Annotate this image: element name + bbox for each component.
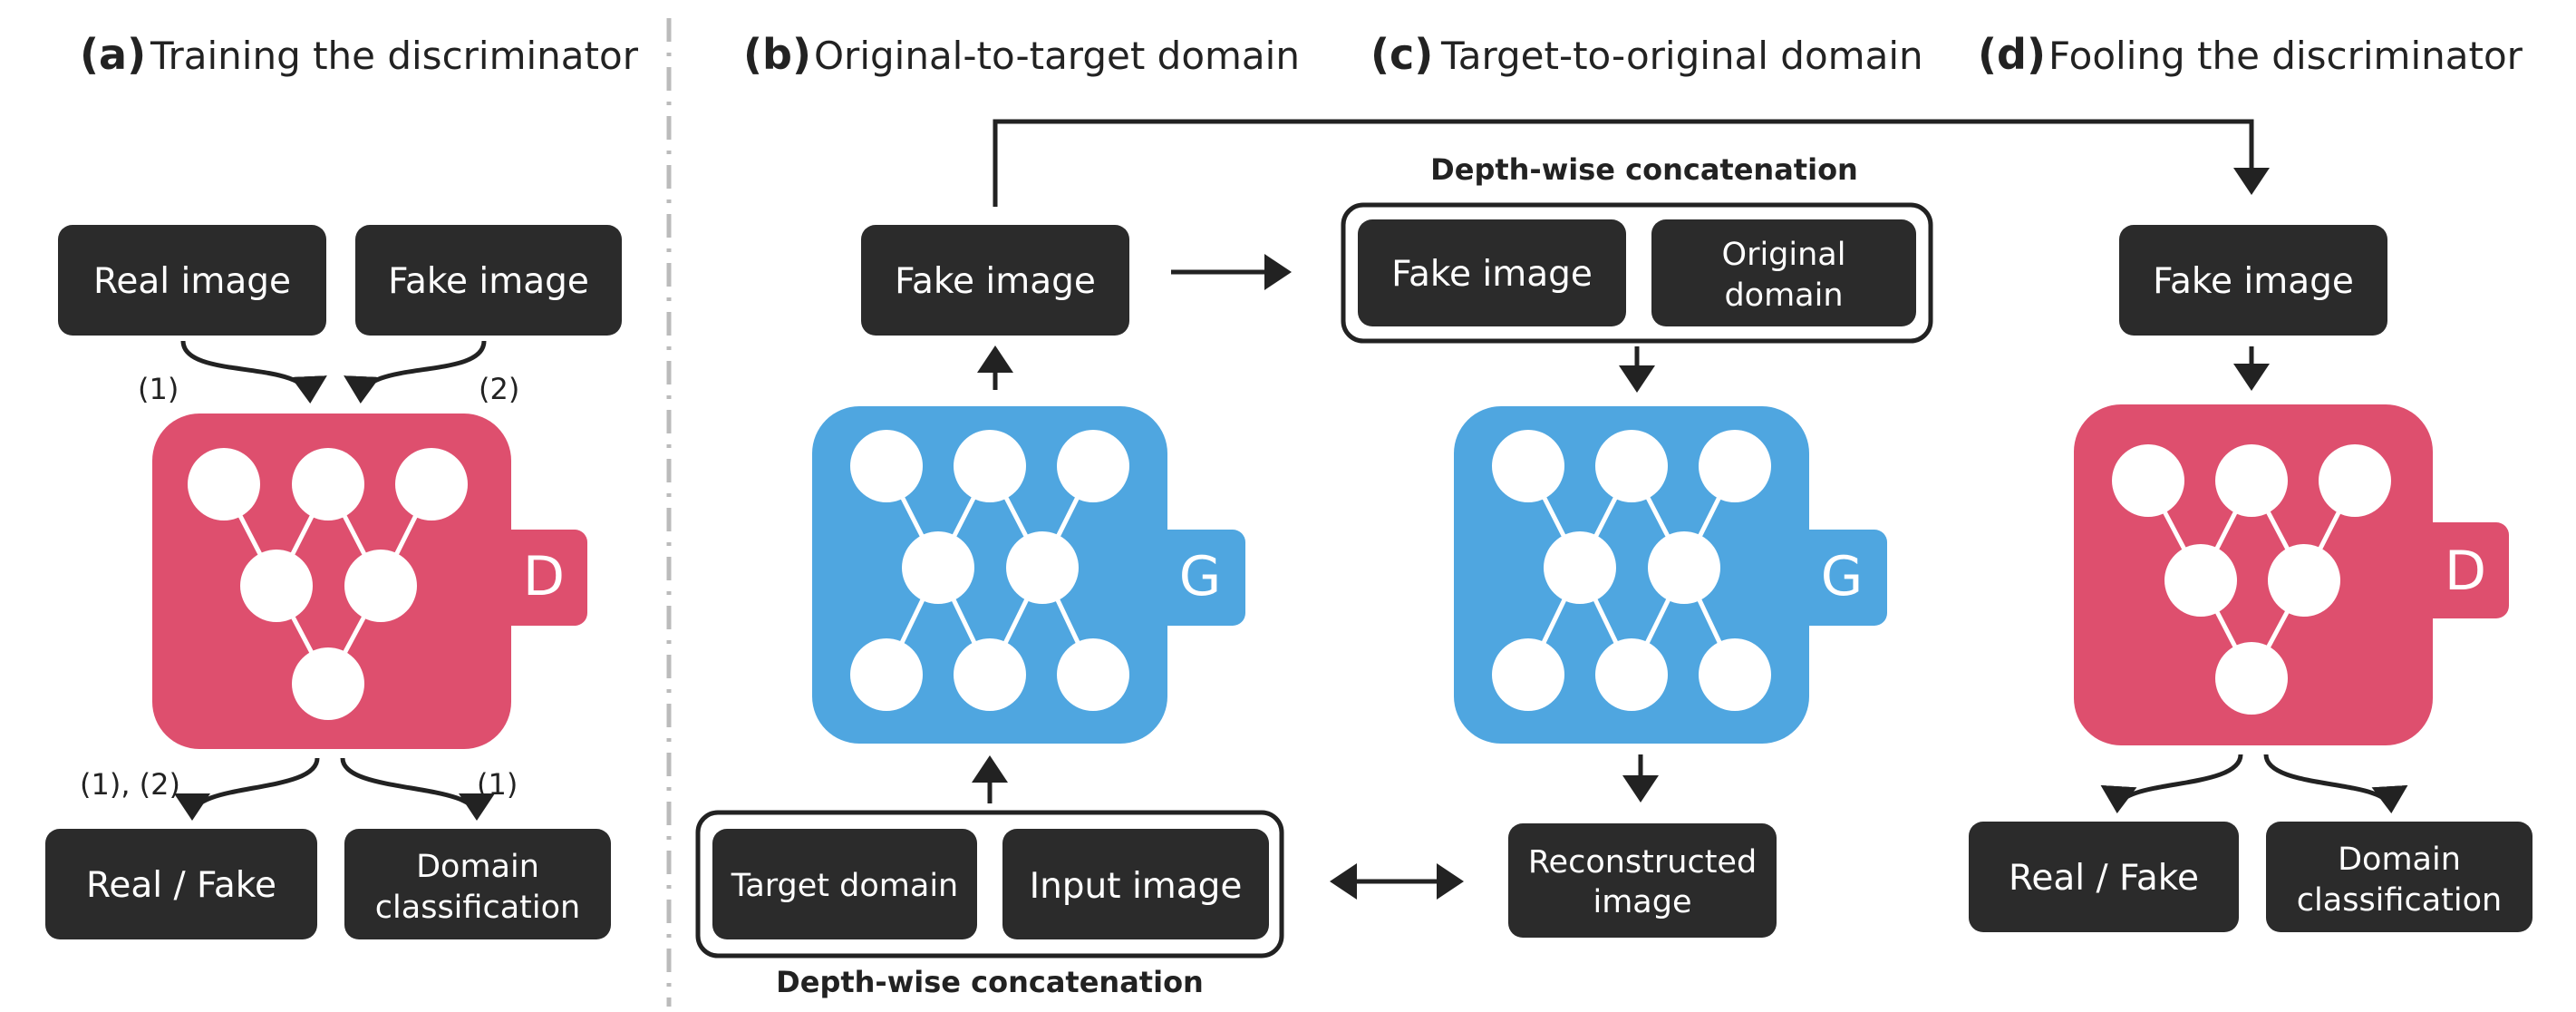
- concat-label-c: Depth-wise concatenation: [1430, 152, 1858, 187]
- panel-a-title: Training the discriminator: [150, 34, 639, 78]
- label-2: (2): [479, 372, 519, 406]
- panel-c-title: Target-to-original domain: [1440, 34, 1923, 78]
- input-concat-group: Target domain Input image: [695, 810, 1284, 958]
- panel-d-title: Fooling the discriminator: [2048, 34, 2523, 78]
- reconstructed-label-1: Reconstructed: [1528, 844, 1757, 881]
- fake-image-box: Fake image: [355, 225, 622, 336]
- label-1: (1): [138, 372, 179, 406]
- panel-a-tag: (a): [80, 30, 146, 79]
- arrow-real-to-d: [180, 340, 327, 404]
- real-fake-label: Real / Fake: [86, 865, 276, 906]
- fake-image-label-c: Fake image: [1391, 254, 1593, 295]
- real-image-box: Real image: [58, 225, 326, 336]
- label-1b: (1): [477, 767, 518, 802]
- fake-image-box-d: Fake image: [2119, 225, 2387, 336]
- domain-classification-output-box: Domain classification: [344, 829, 611, 939]
- fake-image-box-b: Fake image: [861, 225, 1129, 336]
- g-letter-b: G: [1179, 545, 1222, 608]
- domain-classification-output-box-d: Domain classification: [2266, 822, 2532, 932]
- generator-network-b: G: [812, 406, 1245, 744]
- fake-image-label-d: Fake image: [2153, 261, 2354, 302]
- concat-label-b: Depth-wise concatenation: [776, 965, 1204, 999]
- arrow-d-to-real-fake: [174, 757, 320, 821]
- arrow-fake-to-panel-d: [993, 119, 2270, 207]
- panel-b-tag: (b): [743, 30, 811, 79]
- panel-c-tag: (c): [1370, 30, 1433, 79]
- real-fake-label-d: Real / Fake: [2009, 858, 2199, 899]
- concat-group-c: Fake image Original domain: [1341, 202, 1933, 344]
- generator-network-c: G: [1454, 406, 1887, 744]
- domain-classification-label-d-1: Domain: [2338, 842, 2461, 878]
- panel-c: (c) Target-to-original domain Depth-wise…: [993, 30, 2270, 938]
- domain-classification-label-1: Domain: [416, 849, 539, 885]
- panel-d-tag: (d): [1978, 30, 2046, 79]
- real-image-label: Real image: [93, 261, 291, 302]
- g-letter-c: G: [1821, 545, 1864, 608]
- input-image-label: Input image: [1030, 866, 1243, 907]
- original-domain-label-2: domain: [1724, 277, 1843, 314]
- d-letter: D: [523, 545, 565, 608]
- real-fake-output-box-d: Real / Fake: [1969, 822, 2239, 932]
- panel-b-title: Original-to-target domain: [814, 34, 1300, 78]
- panel-b: (b) Original-to-target domain Fake image: [695, 30, 1300, 999]
- reconstructed-image-box: Reconstructed image: [1508, 823, 1777, 938]
- arrow-fake-to-d: [344, 340, 487, 404]
- label-1-2: (1), (2): [80, 767, 180, 802]
- panel-a: (a) Training the discriminator Real imag…: [45, 30, 639, 939]
- arrow-d-to-domain-d: [2263, 754, 2408, 813]
- discriminator-network: D: [152, 414, 587, 749]
- arrow-d-to-domain: [340, 757, 495, 821]
- panel-d: (d) Fooling the discriminator Fake image: [1969, 30, 2532, 932]
- reconstructed-label-2: image: [1593, 884, 1691, 920]
- d-letter-d: D: [2445, 540, 2486, 603]
- real-fake-output-box: Real / Fake: [45, 829, 317, 939]
- domain-classification-label-d-2: classification: [2297, 882, 2502, 919]
- discriminator-network-d: D: [2074, 404, 2509, 745]
- fake-image-label-b: Fake image: [895, 261, 1096, 302]
- target-domain-label: Target domain: [731, 868, 959, 904]
- fake-image-label: Fake image: [388, 261, 589, 302]
- arrow-d-to-real-fake-d: [2100, 754, 2243, 813]
- domain-classification-label-2: classification: [375, 890, 580, 926]
- original-domain-label-1: Original: [1722, 237, 1846, 273]
